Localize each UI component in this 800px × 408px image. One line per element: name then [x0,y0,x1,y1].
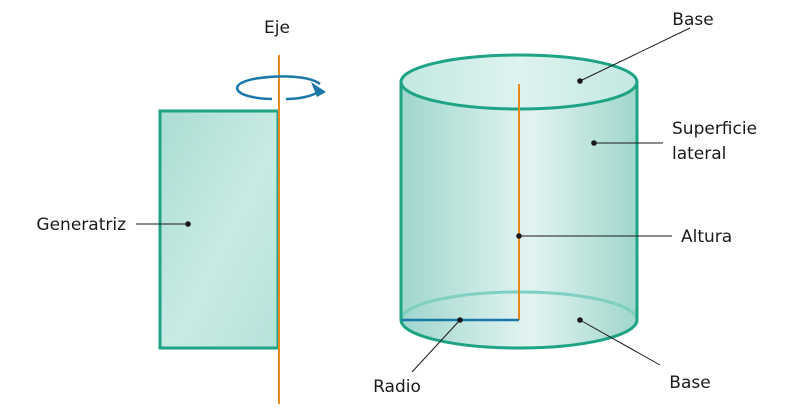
dot-base-top [577,78,583,84]
rotation-arrow-icon [236,75,326,101]
label-base-bottom: Base [669,373,710,393]
leader-base-bottom [579,319,661,366]
dot-base-bottom [577,317,583,323]
label-base-top: Base [672,10,713,30]
generating-rectangle-figure: Eje Generatriz [36,18,326,404]
label-radio: Radio [373,377,421,397]
bottom-base-front-edge [399,319,639,350]
label-generatriz: Generatriz [36,215,126,235]
leader-base-top [579,27,691,82]
generating-rectangle [158,109,280,350]
dot-radio [457,317,463,323]
cylinder-figure: Base Superficie lateral Altura Radio Bas… [373,10,757,397]
dot-superficie-lateral [591,140,597,146]
label-eje: Eje [264,18,290,38]
dot-altura [516,233,522,239]
label-altura: Altura [681,227,732,247]
dot-generatriz [185,221,191,227]
label-superficie-lateral-1: Superficie [672,119,757,139]
leader-radio [411,319,461,373]
label-superficie-lateral-2: lateral [672,144,726,164]
